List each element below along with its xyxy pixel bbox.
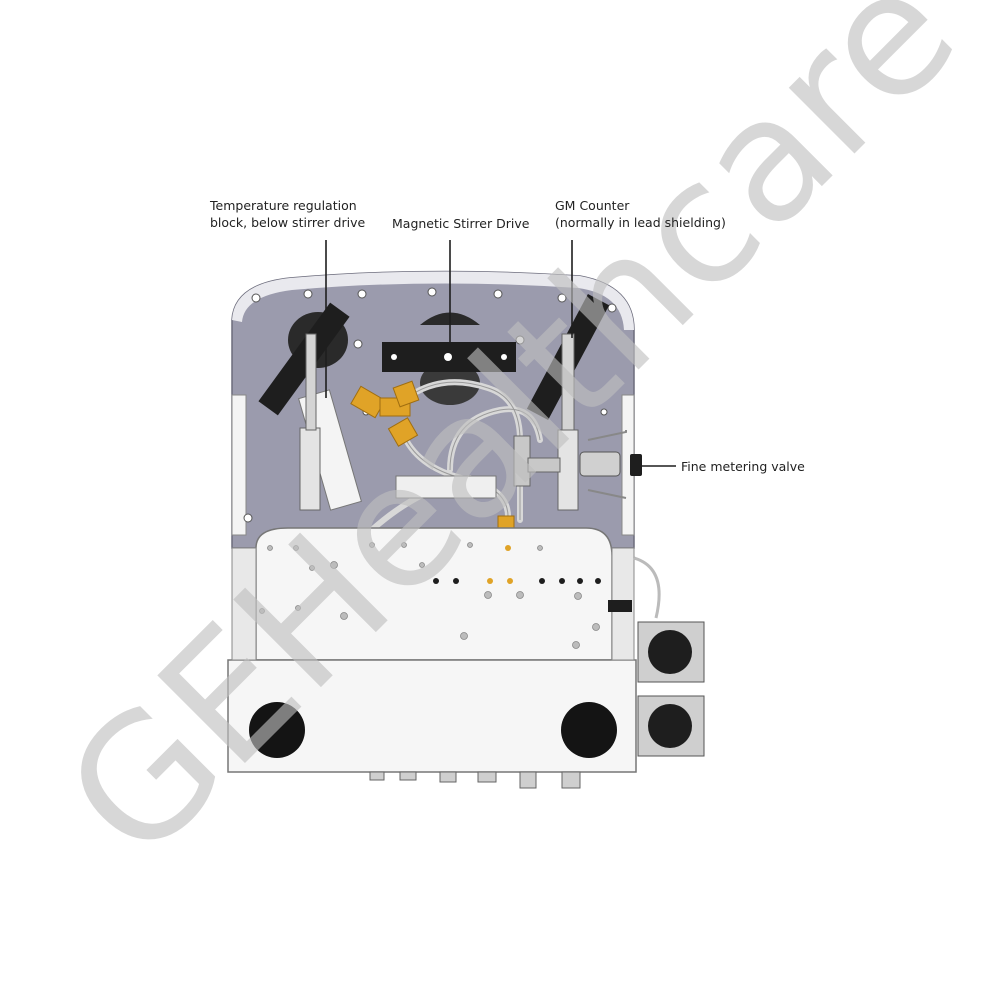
- metering-valve-knob: [630, 454, 642, 476]
- left-foot: [249, 702, 305, 758]
- gm-counter-label-line2: (normally in lead shielding): [555, 215, 726, 230]
- hole-row: [433, 578, 601, 584]
- metering-valve-body: [579, 451, 621, 477]
- side-clamps: [633, 556, 705, 757]
- temperature-block-label-line2: block, below stirrer drive: [210, 215, 366, 230]
- bottom-connectors: [369, 771, 581, 789]
- panel-left-rim: [231, 394, 247, 536]
- panel-top-rim: [232, 271, 634, 330]
- stirrer-drive-label: Magnetic Stirrer Drive: [392, 216, 530, 231]
- gm-counter-label-line1: GM Counter: [555, 198, 630, 213]
- leader-lines: [325, 240, 676, 467]
- temperature-block-label: Temperature regulation block, below stir…: [210, 197, 365, 231]
- sample-holder: [395, 475, 497, 499]
- gm-counter-label: GM Counter (normally in lead shielding): [555, 197, 726, 231]
- temperature-block-label-line1: Temperature regulation: [210, 198, 357, 213]
- right-foot: [561, 702, 617, 758]
- brass-fittings: [350, 380, 515, 531]
- metering-valve-label: Fine metering valve: [681, 459, 805, 474]
